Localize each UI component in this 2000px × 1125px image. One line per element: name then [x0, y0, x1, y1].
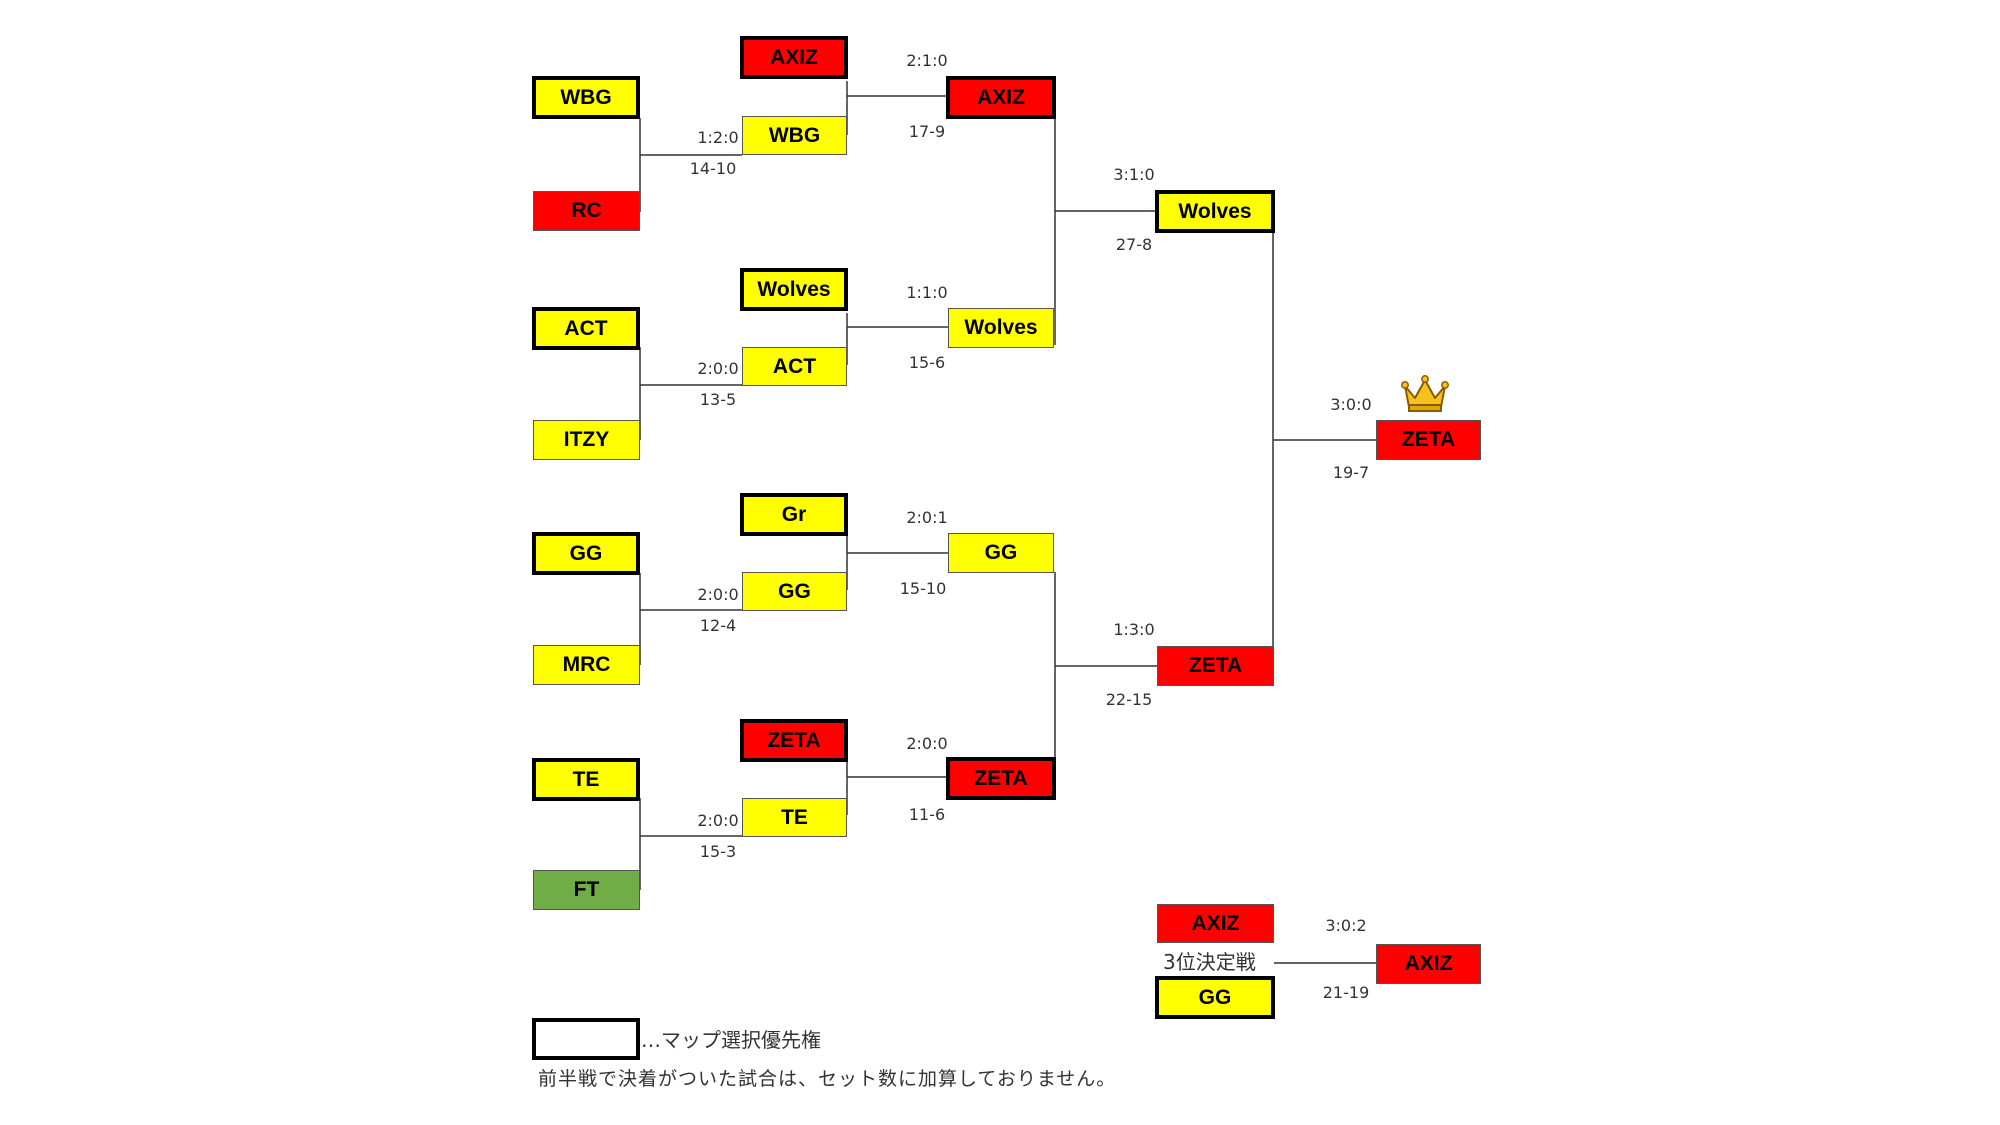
set-score: 1:3:0	[1113, 620, 1155, 639]
team-box: TE	[742, 798, 847, 837]
footnote: 前半戦で決着がついた試合は、セット数に加算しておりません。	[538, 1068, 1117, 1090]
set-score: 2:0:0	[906, 734, 948, 753]
bracket-line	[846, 313, 950, 365]
team-box: Wolves	[948, 308, 1054, 348]
round-score: 15-10	[899, 579, 947, 598]
legend-text: …マップ選択優先権	[641, 1028, 821, 1052]
set-score: 2:0:0	[697, 359, 739, 378]
team-box: ZETA	[740, 719, 848, 762]
team-box: GG	[1155, 976, 1275, 1019]
set-score: 2:0:1	[906, 508, 948, 527]
round-score: 13-5	[699, 390, 737, 409]
round-score: 17-9	[908, 122, 946, 141]
team-box: WBG	[532, 76, 640, 119]
set-score: 1:2:0	[697, 128, 739, 147]
round-score: 12-4	[699, 616, 737, 635]
bracket-line	[846, 81, 950, 135]
round-score: 22-15	[1105, 690, 1153, 709]
team-box: MRC	[533, 645, 640, 685]
bracket-line	[846, 530, 950, 590]
team-box: ITZY	[533, 420, 640, 460]
team-box: Gr	[740, 493, 848, 536]
team-box: ACT	[742, 347, 847, 386]
set-score: 2:0:0	[697, 585, 739, 604]
team-box: RC	[533, 191, 640, 231]
round-score: 15-3	[699, 842, 737, 861]
set-score: 3:0:0	[1330, 395, 1372, 414]
bracket-line	[1054, 572, 1158, 795]
team-box: ZETA	[1157, 646, 1274, 686]
bracket-line	[639, 118, 742, 212]
team-box: AXIZ	[946, 76, 1056, 119]
round-score: 11-6	[908, 805, 946, 824]
third-place-winner-box: AXIZ	[1376, 944, 1481, 984]
champion-box: ZETA	[1376, 420, 1481, 460]
set-score: 3:0:2	[1325, 916, 1367, 935]
team-box: AXIZ	[740, 36, 848, 79]
bracket-line	[1054, 115, 1158, 345]
team-box: GG	[948, 533, 1054, 573]
team-box: AXIZ	[1157, 904, 1274, 943]
bracket-line	[1272, 230, 1376, 648]
team-box: Wolves	[740, 268, 848, 311]
round-score: 19-7	[1332, 463, 1370, 482]
team-box: ACT	[532, 307, 640, 350]
crown-icon	[1401, 375, 1449, 412]
team-box: WBG	[742, 116, 847, 155]
set-score: 3:1:0	[1113, 165, 1155, 184]
team-box: GG	[532, 532, 640, 575]
round-score: 14-10	[689, 159, 737, 178]
third-place-label: 3位決定戦	[1163, 950, 1256, 974]
bracket-line	[639, 347, 742, 440]
team-box: GG	[742, 572, 847, 611]
round-score: 15-6	[908, 353, 946, 372]
team-box: FT	[533, 870, 640, 910]
set-score: 2:0:0	[697, 811, 739, 830]
set-score: 2:1:0	[906, 51, 948, 70]
bracket-line	[639, 798, 742, 890]
round-score: 27-8	[1115, 235, 1153, 254]
team-box: ZETA	[946, 757, 1056, 800]
set-score: 1:1:0	[906, 283, 948, 302]
team-box: TE	[532, 758, 640, 801]
legend-swatch	[532, 1018, 640, 1060]
team-box: Wolves	[1155, 190, 1275, 233]
bracket-line	[639, 573, 742, 665]
round-score: 21-19	[1322, 983, 1370, 1002]
bracket-line	[846, 759, 950, 815]
